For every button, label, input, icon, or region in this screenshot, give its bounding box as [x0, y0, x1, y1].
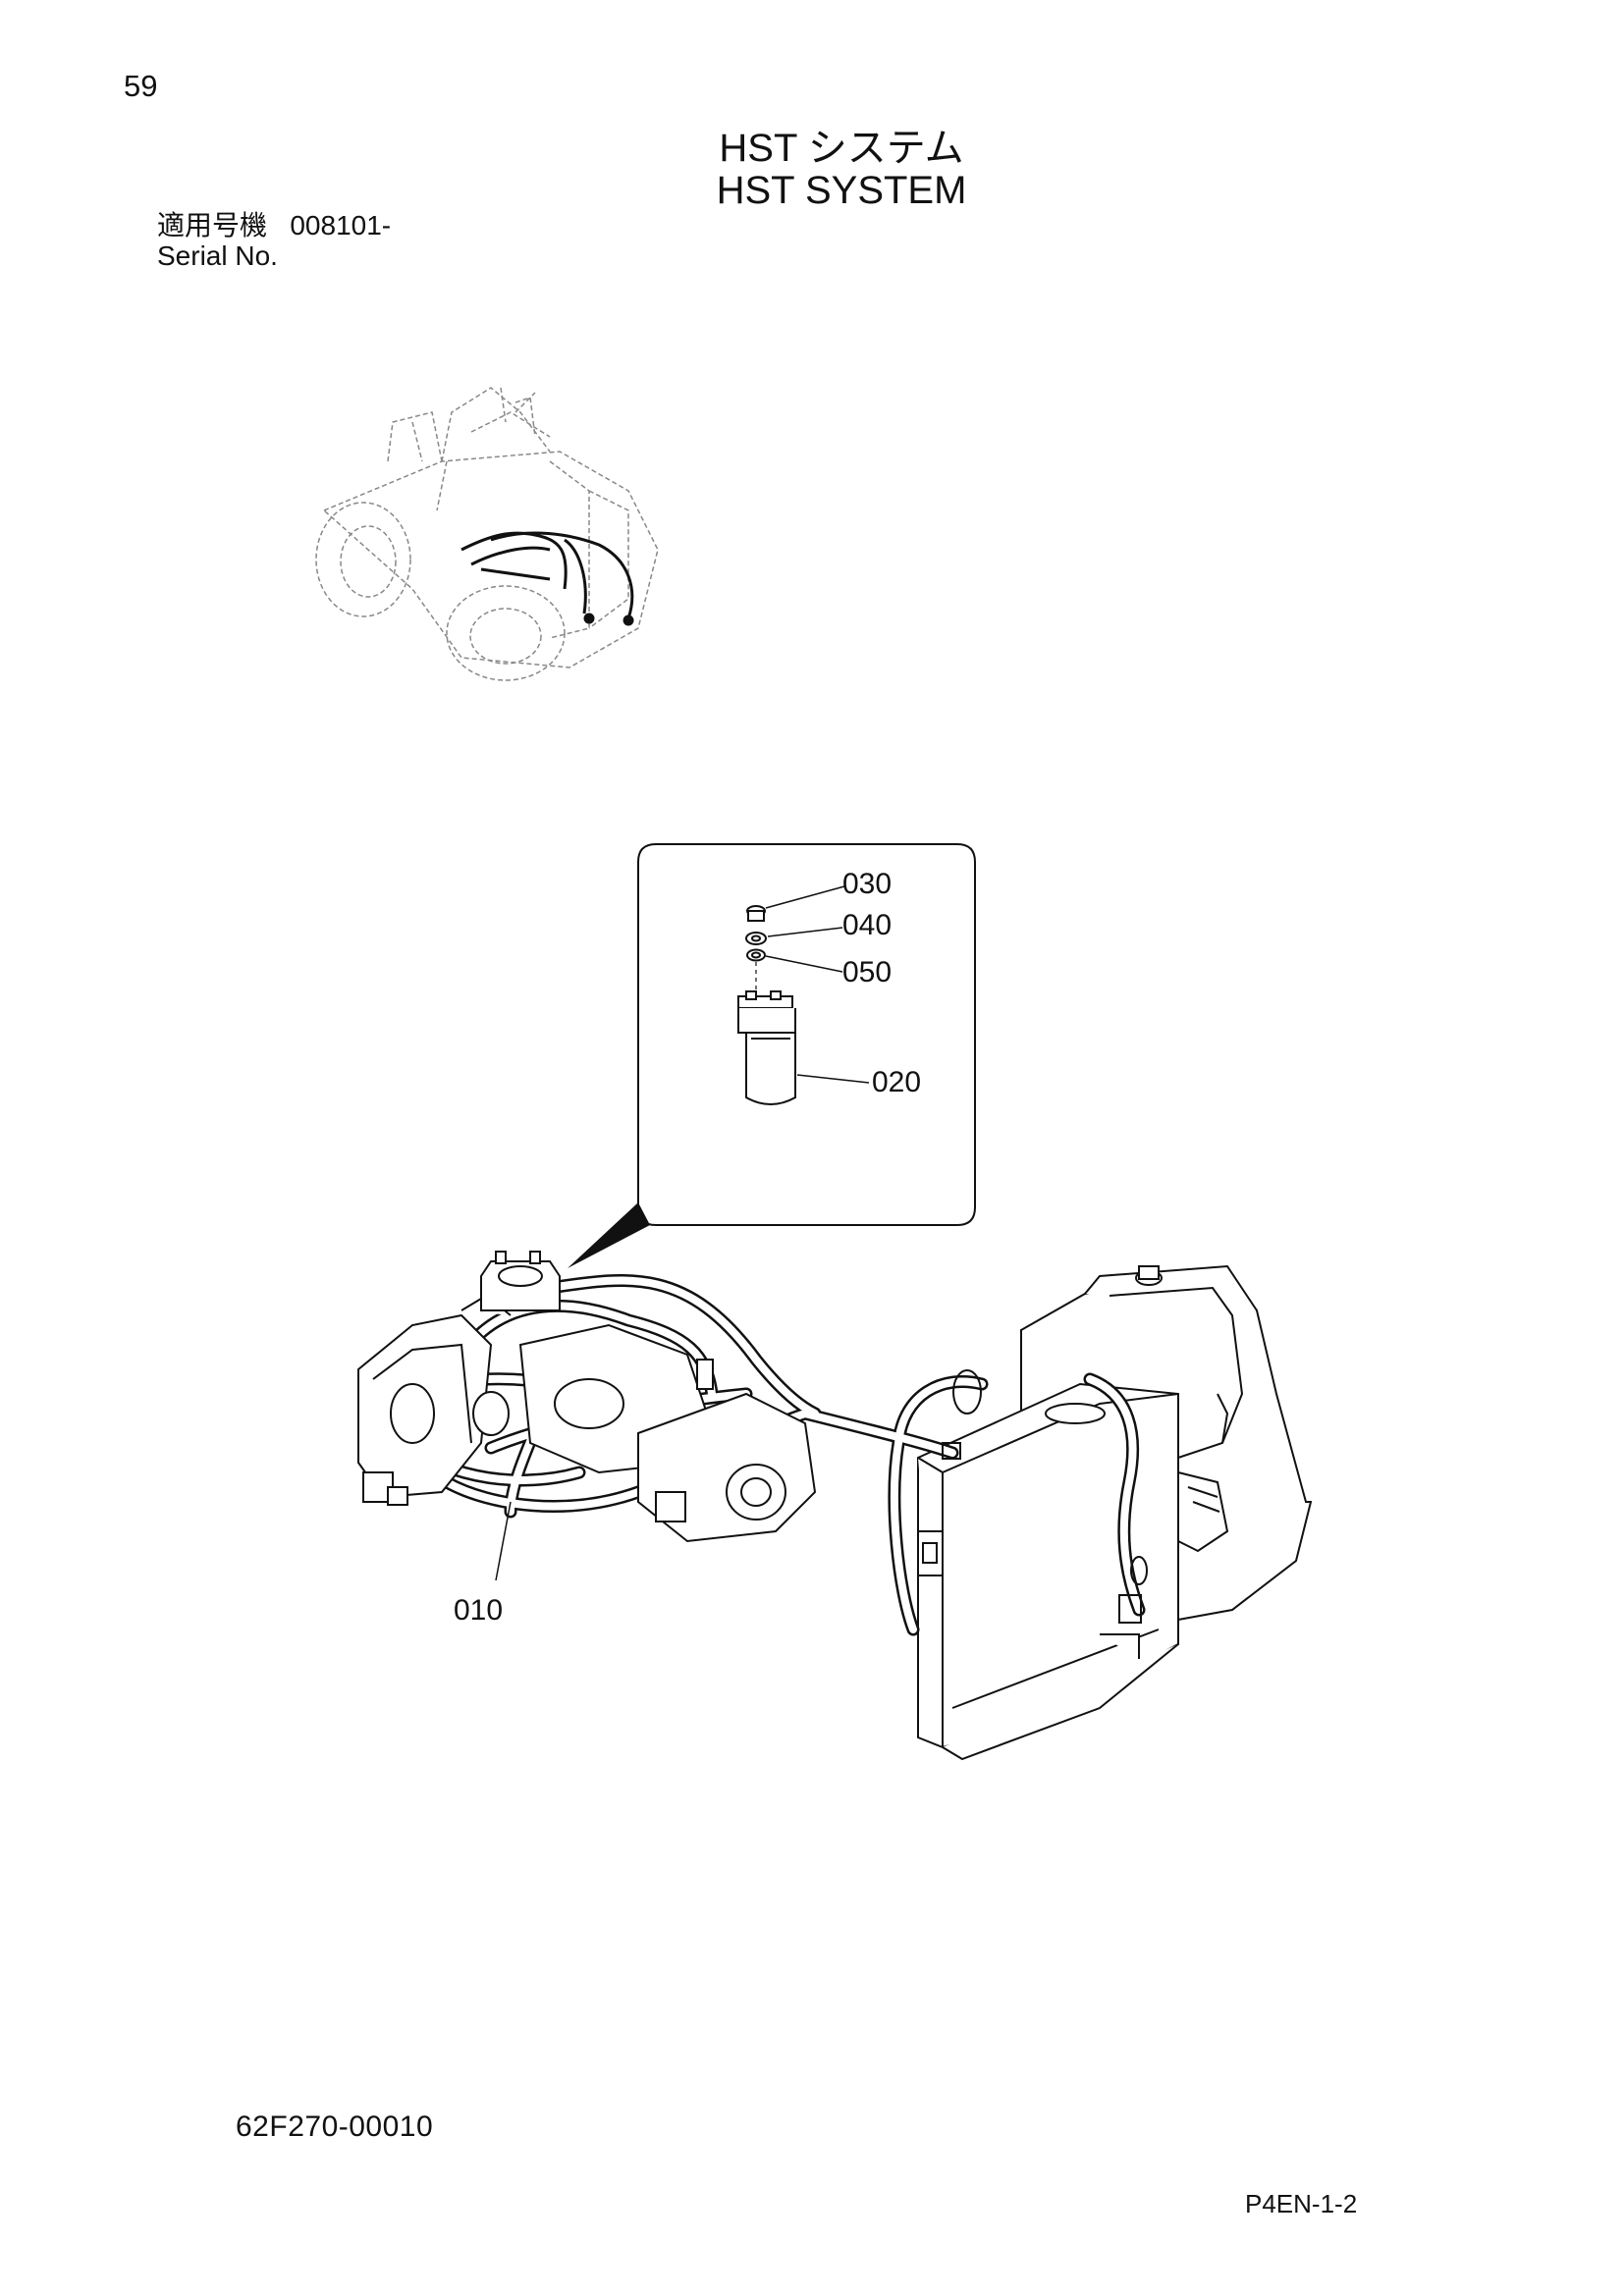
serial-label-jp: 適用号機	[157, 210, 268, 240]
label-020: 020	[872, 1066, 921, 1098]
serial-row: 適用号機 008101-	[157, 204, 391, 243]
title-japanese: HST システム	[719, 127, 964, 170]
label-030: 030	[842, 868, 892, 900]
locator-highlight-hoses	[460, 531, 634, 626]
oil-cooler	[917, 1382, 1179, 1761]
filter-020	[737, 990, 796, 1105]
drawing-code: 62F270-00010	[236, 2110, 434, 2143]
serial-value: 008101-	[290, 210, 392, 240]
label-040: 040	[842, 909, 892, 941]
hst-pump-motor	[357, 1251, 817, 1543]
hose-clamps	[942, 1369, 1148, 1624]
label-010: 010	[454, 1594, 503, 1627]
detail-callout: 030 040 050 020	[568, 843, 976, 1268]
title-english: HST SYSTEM	[716, 169, 967, 212]
bolt-030	[746, 905, 766, 922]
page-number: 59	[124, 69, 158, 103]
washer-040	[745, 932, 767, 945]
seal-050	[746, 948, 766, 962]
locator-vehicle-sketch	[315, 387, 659, 681]
serial-label-en: Serial No.	[157, 240, 278, 271]
label-050: 050	[842, 956, 892, 988]
page-reference: P4EN-1-2	[1245, 2189, 1358, 2218]
